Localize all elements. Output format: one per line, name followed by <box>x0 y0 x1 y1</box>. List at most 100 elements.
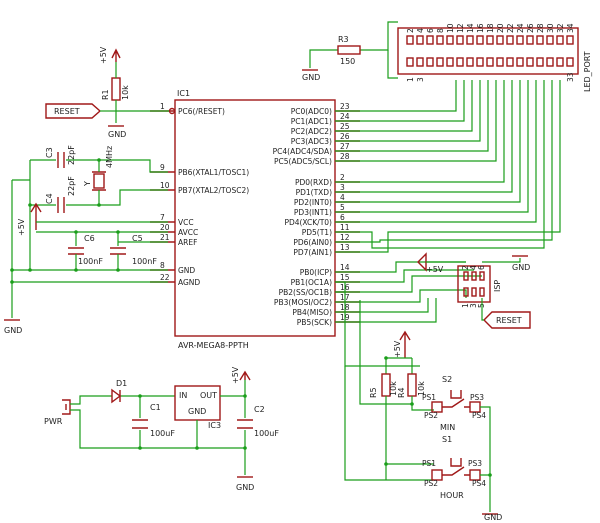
ic1-left-pin-number: 9 <box>160 163 165 172</box>
r4-body <box>407 373 417 397</box>
gnd-label-sw: GND <box>484 513 502 522</box>
c4-value: 22pF <box>67 176 76 196</box>
gnd-label-isp: GND <box>512 263 530 272</box>
ic1-right-pin-name: PD7(AIN1) <box>293 248 332 257</box>
ic1-right-pin-number: 14 <box>340 263 350 272</box>
ic1-left-pin-number: 10 <box>160 181 170 190</box>
led-port-label: LED_PORT <box>583 51 592 92</box>
c3-value: 22pF <box>67 145 76 165</box>
c6-value: 100nF <box>78 257 103 266</box>
port-traces <box>335 80 561 367</box>
ic3-gnd: GND <box>188 407 206 416</box>
ic3-in: IN <box>179 391 187 400</box>
d1-ref: D1 <box>116 379 127 388</box>
led-port-pin-top <box>416 35 424 45</box>
ic1: IC1 AVR-MEGA8-PPTH PC6(/RESET)1PB6(XTAL1… <box>150 89 360 350</box>
ic1-right-pin-name: PB5(SCK) <box>297 318 332 327</box>
led-port-pin-top <box>486 35 494 45</box>
ic1-right-pins: PC0(ADC0)23PC1(ADC1)24PC2(ADC2)25PC3(ADC… <box>273 102 360 327</box>
led-port-pin-top <box>556 35 564 45</box>
ic1-left-pin-number: 22 <box>160 273 170 282</box>
vcc-arrow-sw <box>399 330 411 358</box>
ic1-left-pin-name: PC6(/RESET) <box>178 107 225 116</box>
s1-ps1: PS1 <box>422 459 436 468</box>
c5-body <box>110 247 126 255</box>
r3-ref: R3 <box>338 35 349 44</box>
c1-body <box>132 419 148 429</box>
c4-body <box>57 197 65 213</box>
led-port-pin-number-top: 20 <box>496 23 505 33</box>
ic1-right-pin-name: PB4(MISO) <box>292 308 332 317</box>
ic1-right-pin-number: 3 <box>340 183 345 192</box>
ic1-right-pin-number: 2 <box>340 173 345 182</box>
led-port-pin-top <box>476 35 484 45</box>
led-port-pin-top <box>516 35 524 45</box>
ic1-right-pin-name: PD3(INT1) <box>294 208 332 217</box>
led-port-pin-number-top: 2 <box>406 28 415 33</box>
s1-ref: S1 <box>442 435 452 444</box>
led-port-pin-top <box>456 35 464 45</box>
gnd-label-r1: GND <box>108 130 126 139</box>
c5-value: 100nF <box>132 257 157 266</box>
isp-pin-bottom <box>463 287 469 297</box>
r1-ref: R1 <box>101 89 110 100</box>
led-port-pin-bottom <box>546 57 554 67</box>
led-port-pin-number-top: 4 <box>416 28 425 33</box>
ic1-left-pin-number: 21 <box>160 233 170 242</box>
ic1-right-pin-name: PD1(TXD) <box>296 188 332 197</box>
led-port-pin-bottom <box>516 57 524 67</box>
r4-ref: R4 <box>397 387 406 398</box>
reset-net-label <box>45 103 102 119</box>
vcc-label-ic1: +5V <box>17 218 26 236</box>
ic1-right-pin-name: PD6(AIN0) <box>293 238 332 247</box>
s1-ps3: PS3 <box>468 459 482 468</box>
led-port-pin-top <box>446 35 454 45</box>
c4-ref: C4 <box>45 193 54 204</box>
ic1-left-pin-name: PB6(XTAL1/TOSC1) <box>178 168 249 177</box>
ic1-right-pin-name: PC3(ADC3) <box>291 137 332 146</box>
led-port-pin-number-top: 22 <box>506 23 515 33</box>
ic1-right-pin-name: PC2(ADC2) <box>291 127 332 136</box>
ic1-left-pin-name: PB7(XTAL2/TOSC2) <box>178 186 249 195</box>
ic1-right-pin-name: PC0(ADC0) <box>291 107 332 116</box>
ic1-left-pin-name: AREF <box>178 238 197 247</box>
ic1-right-pin-name: PD5(T1) <box>302 228 332 237</box>
ic1-left-pin-name: VCC <box>178 218 194 227</box>
ic1-right-pin-name: PB0(ICP) <box>300 268 332 277</box>
led-port-pin-top <box>466 35 474 45</box>
led-port-pin-bottom <box>456 57 464 67</box>
led-port-pin-number-top: 26 <box>526 23 535 33</box>
vcc-arrow-ps <box>239 370 251 381</box>
vcc-arrow-ic1 <box>30 202 42 230</box>
c1-value: 100uF <box>150 429 175 438</box>
vcc-arrow-r1 <box>111 48 121 62</box>
reset-label-right: RESET <box>496 316 522 325</box>
led-port-pin-top <box>506 35 514 45</box>
reset-net-label-isp <box>483 311 531 329</box>
led-port-pin-top <box>546 35 554 45</box>
ic1-right-pin-name: PC1(ADC1) <box>291 117 332 126</box>
led-port-pin-number-top: 32 <box>556 23 565 33</box>
isp-pin-number-bottom: 3 <box>469 303 478 308</box>
c3-body <box>57 152 65 168</box>
ic1-right-pin-number: 12 <box>340 233 350 242</box>
isp-pin-number-top: 2 <box>461 265 470 270</box>
led-port-pin-bottom <box>426 57 434 67</box>
s2-ps3: PS3 <box>470 393 484 402</box>
led-port-pin-top <box>526 35 534 45</box>
isp-pin-number-top: 4 <box>469 265 478 270</box>
ic1-right-pin-number: 6 <box>340 213 345 222</box>
vcc-label-sw: +5V <box>393 340 402 358</box>
led-port-pin-bottom <box>506 57 514 67</box>
supply-decoupling: +5V C6 100nF C5 100nF GND <box>4 179 168 335</box>
ic1-left-pin-name: AGND <box>178 278 200 287</box>
ic1-left-pin-number: 7 <box>160 213 165 222</box>
isp-body <box>457 265 491 303</box>
led-port-pin-bottom <box>526 57 534 67</box>
ic1-left-pin-number: 1 <box>160 102 165 111</box>
r1-value: 10k <box>121 85 130 100</box>
led-port-pin-bottom <box>496 57 504 67</box>
ic1-left-pin-number: 8 <box>160 261 165 270</box>
